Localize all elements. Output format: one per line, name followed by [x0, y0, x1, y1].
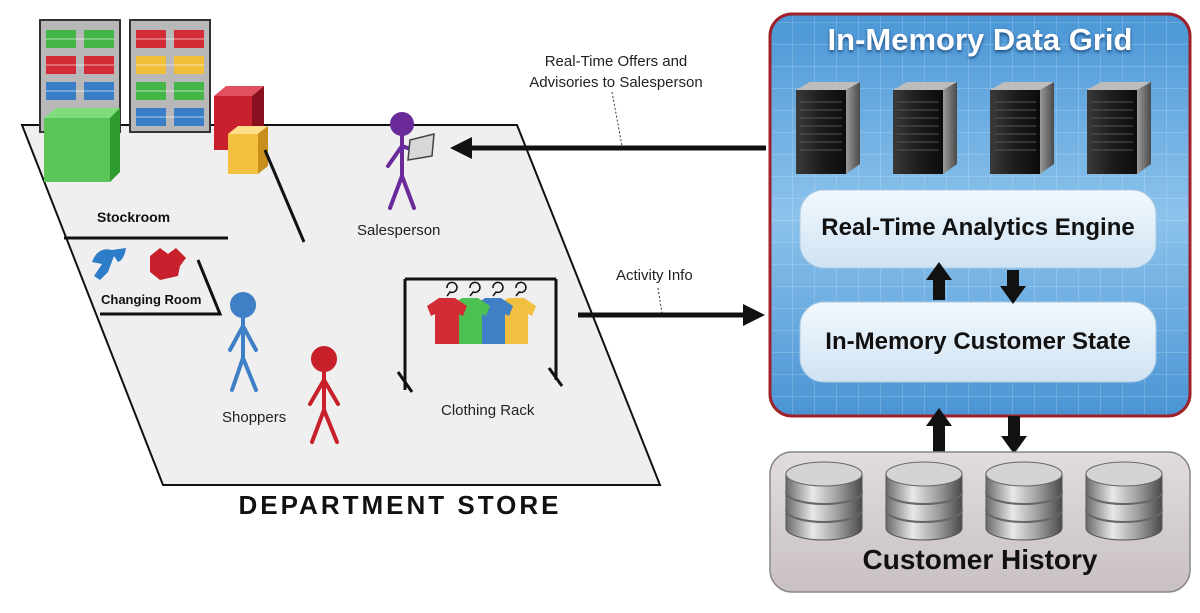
- activity-label: Activity Info: [616, 267, 693, 284]
- history-arrows: [926, 408, 1027, 454]
- offers-arrow: [450, 91, 766, 159]
- tablet-icon: [407, 133, 435, 161]
- customer-history-title: Customer History: [862, 544, 1098, 575]
- stockroom-walls: [64, 149, 306, 316]
- changing-room-label: Changing Room: [101, 292, 202, 307]
- stockroom-label: Stockroom: [97, 209, 171, 225]
- grid-inner-arrows: [926, 262, 1026, 304]
- shopper-red: [308, 346, 340, 444]
- clothing-rack: [396, 277, 564, 393]
- shoppers-label: Shoppers: [222, 409, 287, 426]
- customer-history-panel: [769, 451, 1191, 593]
- department-store-title: DEPARTMENT STORE: [238, 490, 562, 520]
- customer-state-label: In-Memory Customer State: [825, 328, 1131, 355]
- yellow-box: [228, 126, 268, 174]
- green-box: [44, 108, 120, 182]
- offers-label-line1: Real-Time Offers and: [544, 53, 688, 70]
- data-grid-title: In-Memory Data Grid: [827, 22, 1133, 57]
- store-floor: [20, 124, 662, 486]
- analytics-engine-label: Real-Time Analytics Engine: [821, 214, 1135, 241]
- customer-state-pill-shape: [799, 301, 1157, 383]
- activity-arrow: [578, 287, 765, 326]
- salesperson-label: Salesperson: [357, 222, 441, 239]
- offers-label-line2: Advisories to Salesperson: [529, 74, 703, 91]
- changing-room-shirts: [92, 248, 186, 280]
- analytics-pill-shape: [799, 189, 1157, 269]
- clothing-rack-label: Clothing Rack: [441, 402, 535, 419]
- shopper-blue: [228, 292, 258, 392]
